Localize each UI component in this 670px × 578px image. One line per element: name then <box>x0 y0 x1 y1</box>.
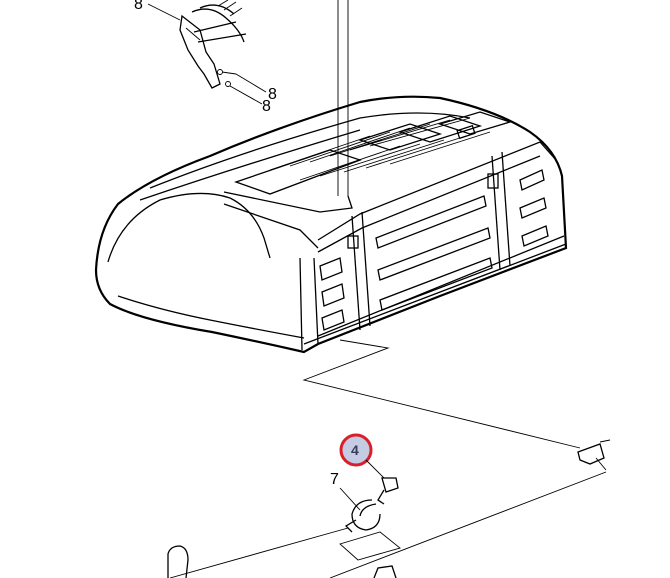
cab-body <box>94 95 568 354</box>
lower-left-part <box>167 545 189 578</box>
label-part-seven: 7 <box>330 471 339 488</box>
label-top-partial: 8 <box>134 0 143 13</box>
top-bracket-assembly: 8 8 8 <box>134 0 277 115</box>
callout-ring <box>339 433 373 467</box>
callout-4[interactable]: 4 <box>339 433 385 479</box>
hook-assembly: 7 <box>330 471 401 561</box>
leader-lines <box>169 339 611 578</box>
label-bracket-a: 8 <box>268 86 277 103</box>
lower-right-part <box>373 565 397 578</box>
label-highlighted: 4 <box>351 442 359 458</box>
label-bracket-b: 8 <box>262 98 271 115</box>
